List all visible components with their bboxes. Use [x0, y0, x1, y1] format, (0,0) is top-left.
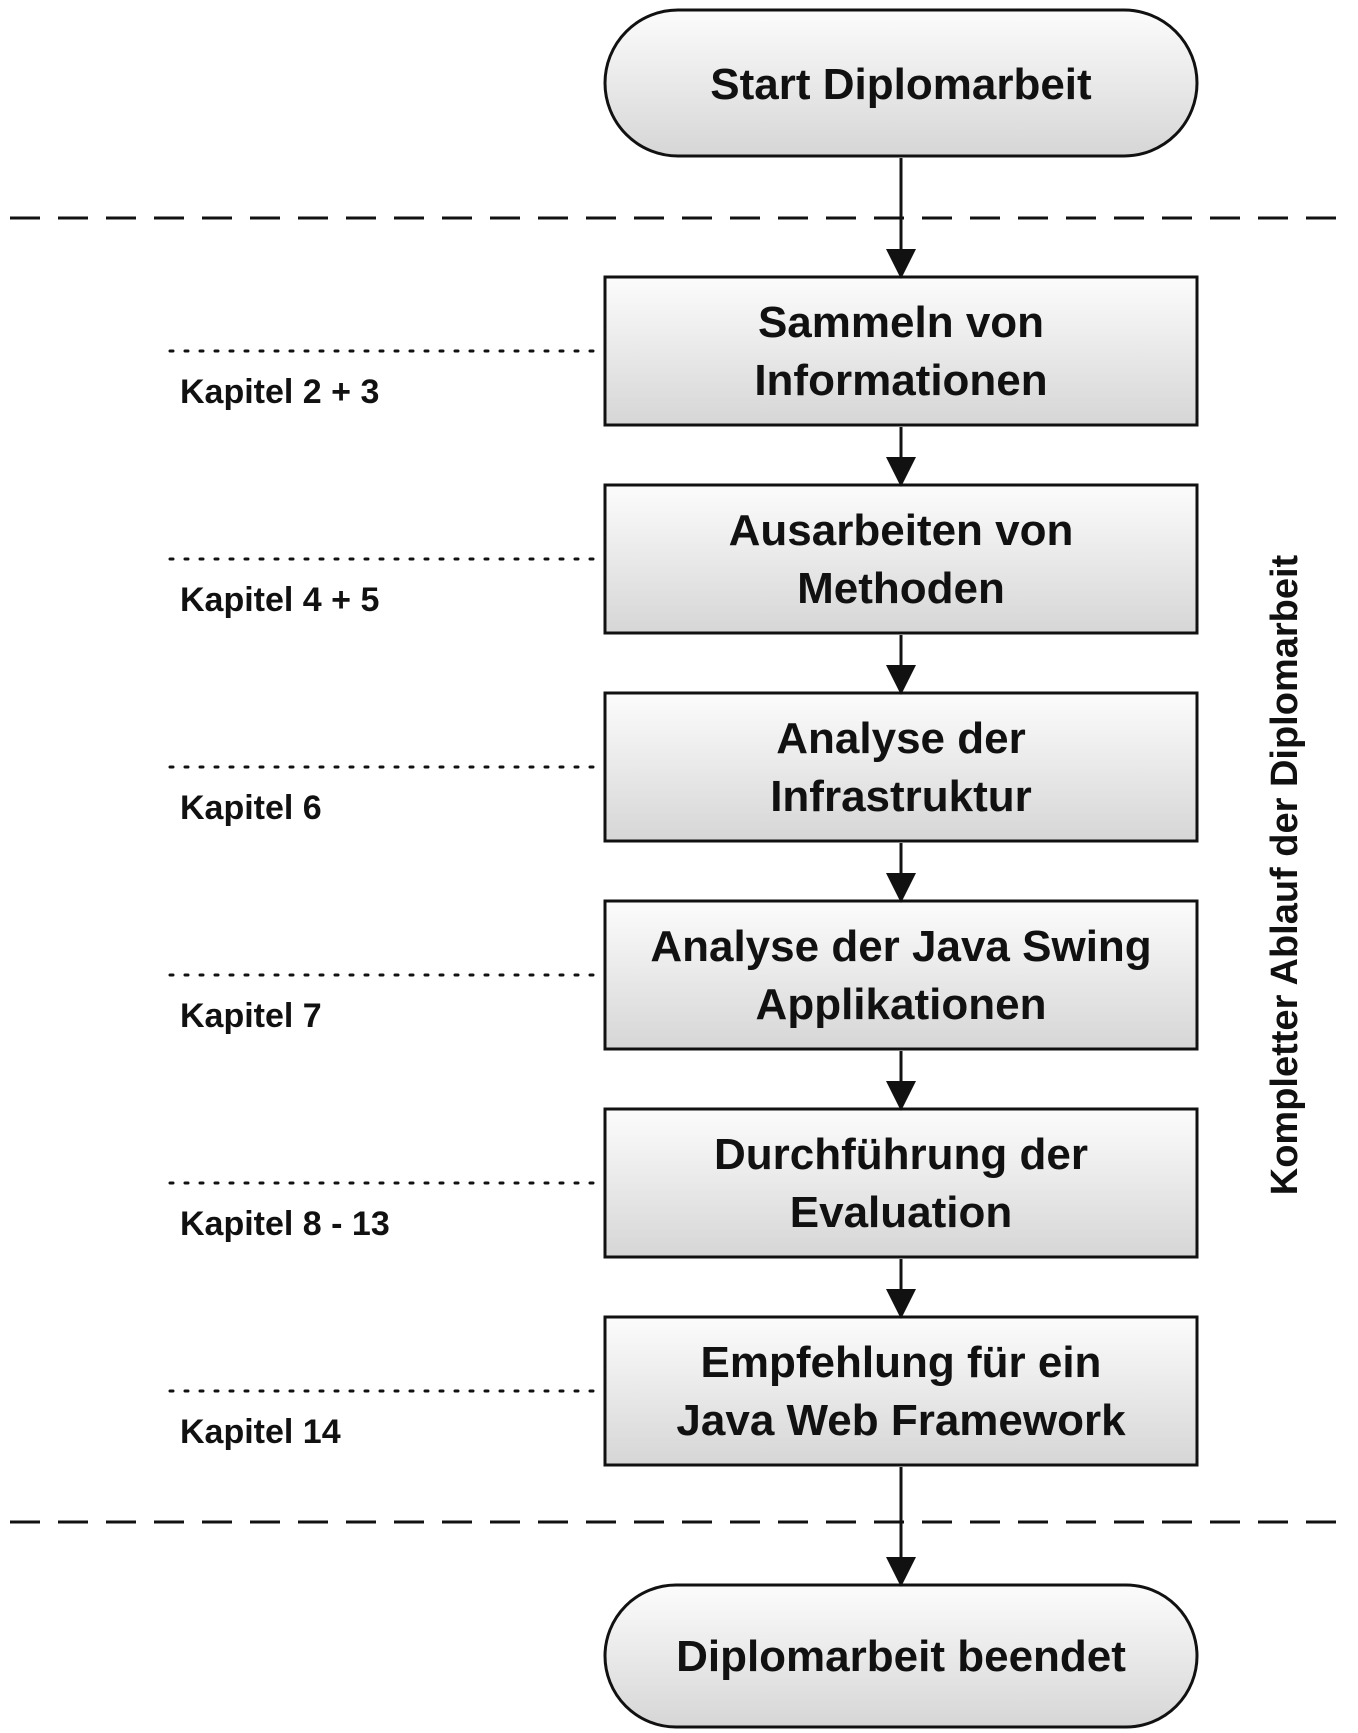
- chapter-label: Kapitel 4 + 5: [180, 581, 379, 619]
- step-label-line1: Ausarbeiten von: [729, 506, 1074, 555]
- chapter-label: Kapitel 2 + 3: [180, 373, 379, 411]
- step-label-line1: Analyse der: [776, 714, 1025, 763]
- step-label-line2: Infrastruktur: [770, 772, 1032, 821]
- step-label-line1: Analyse der Java Swing: [650, 922, 1151, 971]
- start-label: Start Diplomarbeit: [710, 60, 1092, 109]
- chapter-label: Kapitel 6: [180, 789, 322, 827]
- step-label-line1: Sammeln von: [758, 298, 1044, 347]
- step-label-line2: Methoden: [797, 564, 1005, 613]
- chapter-label: Kapitel 8 - 13: [180, 1205, 390, 1243]
- step-label-line1: Empfehlung für ein: [701, 1338, 1102, 1387]
- step-label-line2: Applikationen: [756, 980, 1047, 1029]
- step-label-line1: Durchführung der: [714, 1130, 1088, 1179]
- step-label-line2: Informationen: [754, 356, 1047, 405]
- side-label: Kompletter Ablauf der Diplomarbeit: [1264, 554, 1306, 1195]
- chapter-label: Kapitel 14: [180, 1413, 341, 1451]
- end-label: Diplomarbeit beendet: [676, 1632, 1126, 1681]
- chapter-label: Kapitel 7: [180, 997, 322, 1035]
- start-terminal: Start Diplomarbeit: [603, 8, 1199, 158]
- step-label-line2: Java Web Framework: [676, 1396, 1126, 1445]
- end-terminal: Diplomarbeit beendet: [603, 1583, 1199, 1729]
- step-label-line2: Evaluation: [790, 1188, 1013, 1237]
